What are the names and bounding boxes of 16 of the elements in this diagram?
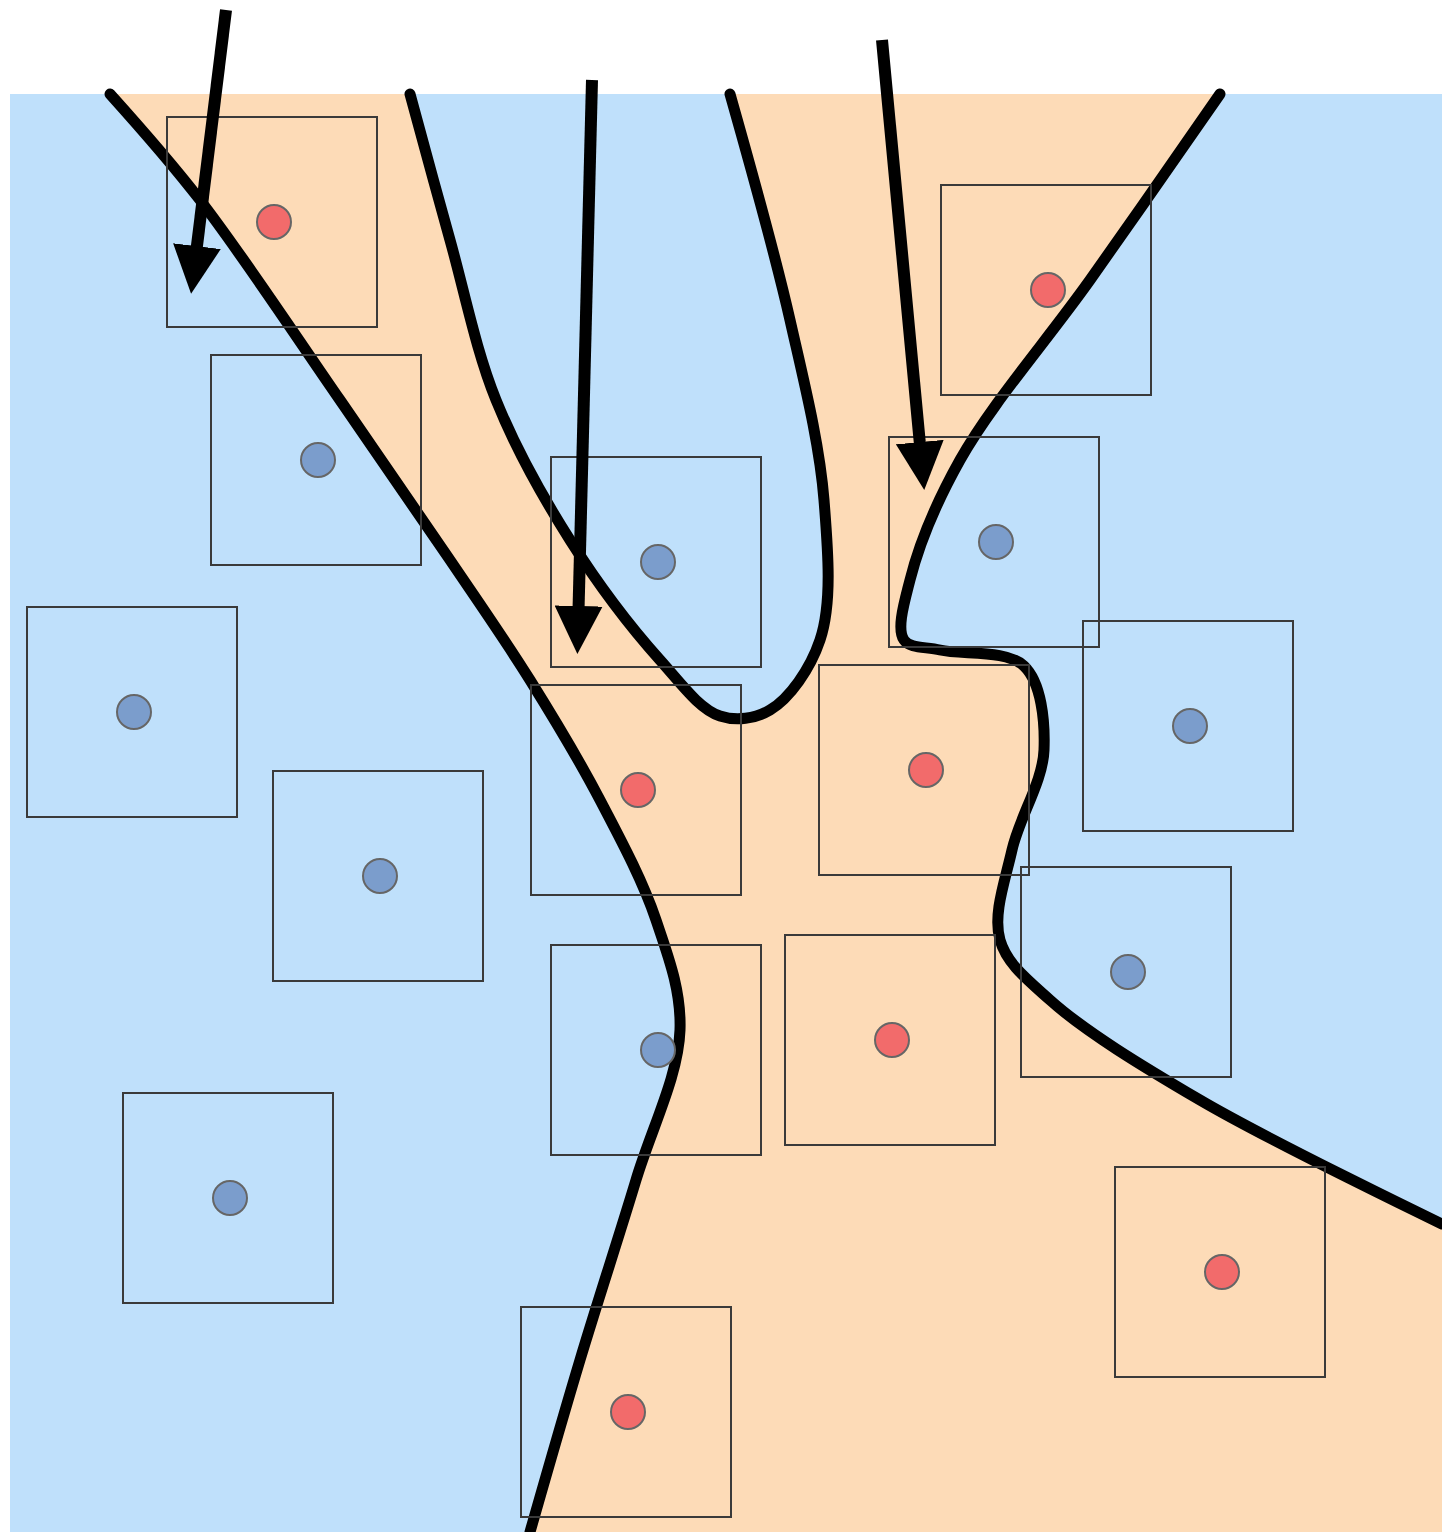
sample-square	[784, 934, 996, 1146]
sample-square	[550, 944, 762, 1156]
sample-square	[26, 606, 238, 818]
sample-square	[940, 184, 1152, 396]
sample-square	[1114, 1166, 1326, 1378]
sample-square	[272, 770, 484, 982]
sample-square	[1020, 866, 1232, 1078]
sample-square	[520, 1306, 732, 1518]
sample-square	[818, 664, 1030, 876]
sample-square	[210, 354, 422, 566]
sample-square	[122, 1092, 334, 1304]
sample-square	[530, 684, 742, 896]
sample-square	[1082, 620, 1294, 832]
sample-square	[888, 436, 1100, 648]
sample-square	[166, 116, 378, 328]
sample-square	[550, 456, 762, 668]
